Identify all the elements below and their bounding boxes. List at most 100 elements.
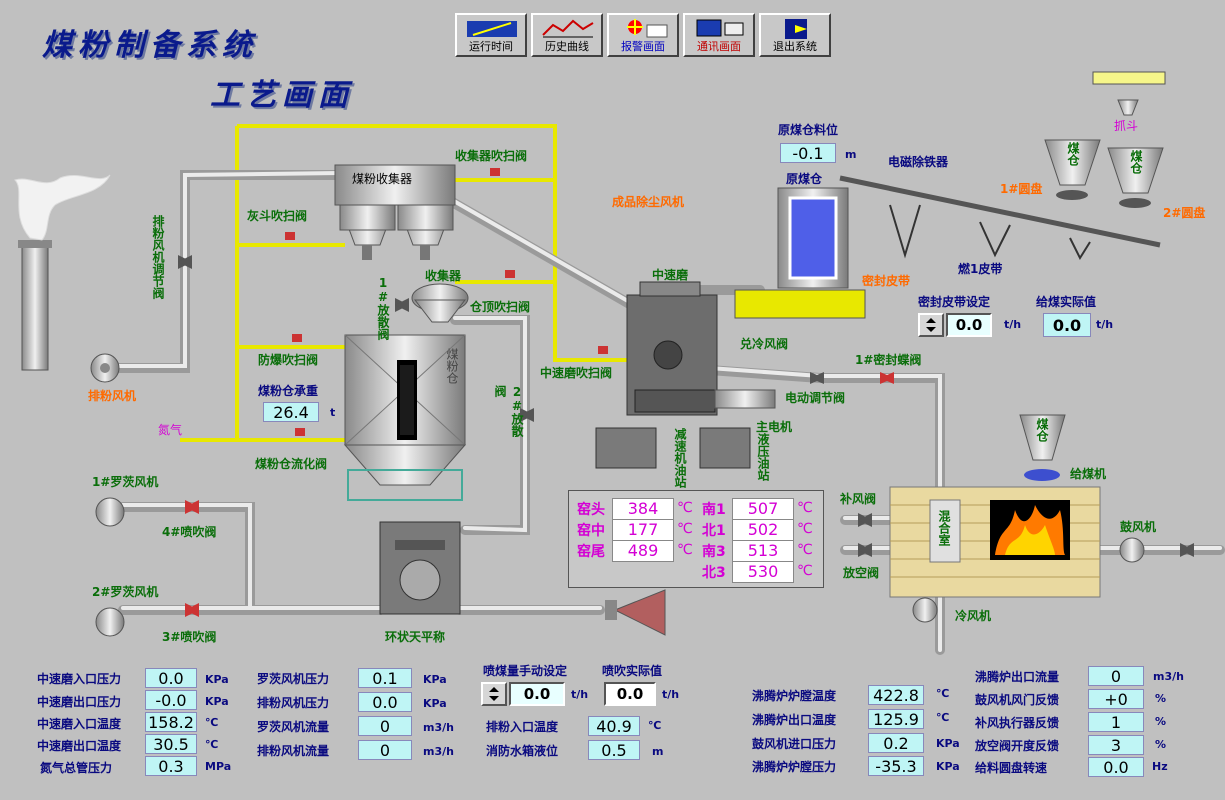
data-value: -35.3 [868,756,924,776]
data-unit: ℃ [205,738,219,751]
exhaust-inlet-temp-value: 40.9 [588,716,640,736]
data-unit: KPa [423,697,447,710]
bin-top-blow-valve-label: 仓顶吹扫阀 [470,300,531,314]
temp-label-kiln-mid: 窑中 [577,523,605,539]
data-unit: ℃ [936,687,950,700]
seal-valve-1-label: 1#密封蝶阀 [855,353,922,367]
temp-label-south3: 南3 [702,544,726,560]
disc-1-label: 1#圆盘 [1000,182,1043,196]
data-value: 0.1 [358,668,412,688]
coal-bin-2-label: 煤仓 [1129,150,1143,174]
history-curve-button[interactable]: 历史曲线 [531,13,603,57]
ring-scale-label: 环状天平称 [385,630,446,644]
data-label: 排粉风机流量 [257,744,330,758]
coal-actual-label: 给煤实际值 [1036,295,1097,309]
data-unit: KPa [936,760,960,773]
exit-button[interactable]: 退出系统 [759,13,831,57]
raw-bin-level-value: -0.1 [780,143,836,163]
temp-value-south3: 513 [732,540,794,562]
data-value: 0.3 [145,756,197,776]
data-unit: % [1155,738,1167,751]
exhaust-inlet-temp-label: 排粉入口温度 [486,720,559,734]
spray-valve-3-label: 3#喷吹阀 [162,630,217,644]
temp-unit-kiln-head: ℃ [677,500,693,516]
data-label: 给料圆盘转速 [975,761,1048,775]
mill-blow-valve-label: 中速磨吹扫阀 [540,366,613,380]
exhaust-inlet-temp-unit: ℃ [648,719,662,732]
data-unit: % [1155,715,1167,728]
data-label: 鼓风机风门反馈 [975,693,1060,707]
data-label: 中速磨入口压力 [37,672,122,686]
spray-manual-spinner[interactable] [481,682,507,706]
data-value: 422.8 [868,685,924,705]
run-time-label: 运行时间 [469,40,513,53]
spray-manual-input[interactable]: 0.0 [509,682,565,706]
data-label: 沸腾炉炉膛压力 [752,760,837,774]
data-label: 氮气总管压力 [40,761,113,775]
temp-unit-kiln-tail: ℃ [677,542,693,558]
data-label: 沸腾炉出口温度 [752,713,837,727]
run-time-icon [467,21,517,37]
data-value: 0.0 [145,668,197,688]
data-value: 0 [1088,666,1144,686]
temp-value-kiln-head: 384 [612,498,674,520]
data-label: 补风执行器反馈 [975,716,1060,730]
temp-label-north3: 北3 [702,565,726,581]
electric-adjust-valve-label: 电动调节阀 [785,391,846,405]
roots-fan-2-label: 2#罗茨风机 [92,585,159,599]
data-unit: KPa [205,673,229,686]
iron-remover-label: 电磁除铁器 [888,155,949,169]
temp-label-kiln-head: 窑头 [577,502,605,518]
seal-belt-spinner[interactable] [918,313,944,337]
data-unit: % [1155,692,1167,705]
data-label: 沸腾炉出口流量 [975,670,1060,684]
bin-fluidize-valve-label: 煤粉仓流化阀 [255,457,328,471]
temp-value-kiln-mid: 177 [612,519,674,541]
disc-2-label: 2#圆盘 [1163,206,1206,220]
data-label: 沸腾炉炉膛温度 [752,689,837,703]
exhaust-fan-label: 排粉风机 [88,389,137,403]
collector-bins [334,164,456,260]
alarm-button[interactable]: 报警画面 [607,13,679,57]
data-unit: ℃ [205,716,219,729]
data-label: 罗茨风机压力 [257,672,330,686]
vent-valve-label: 放空阀 [843,566,880,580]
cold-fan-label: 冷风机 [955,609,992,623]
temp-label-south1: 南1 [702,502,726,518]
communication-button[interactable]: 通讯画面 [683,13,755,57]
data-value: 1 [1088,712,1144,732]
history-curve-icon [542,19,594,38]
data-value: 125.9 [868,709,924,729]
data-label: 中速磨出口温度 [37,739,122,753]
bin-weight-unit: t [330,406,336,419]
data-unit: MPa [205,760,232,773]
data-unit: KPa [936,737,960,750]
exit-icon [785,19,807,39]
alarm-label: 报警画面 [621,40,665,53]
temp-value-kiln-tail: 489 [612,540,674,562]
data-label: 鼓风机进口压力 [752,737,837,751]
data-value: 158.2 [145,712,197,732]
data-unit: m3/h [423,745,454,758]
data-value: 0.0 [1088,757,1144,777]
data-value: 0.0 [358,692,412,712]
powder-bin-label: 煤粉仓 [445,348,459,384]
nitrogen-label: 氮气 [158,423,183,437]
coal-bin-3-label: 煤仓 [1035,418,1049,442]
fuel-belt-1-label: 燃1皮带 [958,262,1003,276]
raw-bin-level-unit: m [845,148,857,161]
supplement-valve-label: 补风阀 [840,492,877,506]
data-unit: ℃ [936,711,950,724]
run-time-button[interactable]: 运行时间 [455,13,527,57]
data-value: +0 [1088,689,1144,709]
data-label: 中速磨入口温度 [37,717,122,731]
seal-belt-setting-input[interactable]: 0.0 [946,313,992,337]
raw-coal-bin-label: 原煤仓 [786,172,823,186]
ash-hopper-blow-valve-label: 灰斗吹扫阀 [247,209,308,223]
temp-value-south1: 507 [732,498,794,520]
spray-actual-label: 喷吹实际值 [602,664,663,678]
mid-speed-mill-label: 中速磨 [652,268,689,282]
data-unit: KPa [205,695,229,708]
data-value: 0 [358,716,412,736]
seal-belt-label: 密封皮带 [862,274,911,288]
